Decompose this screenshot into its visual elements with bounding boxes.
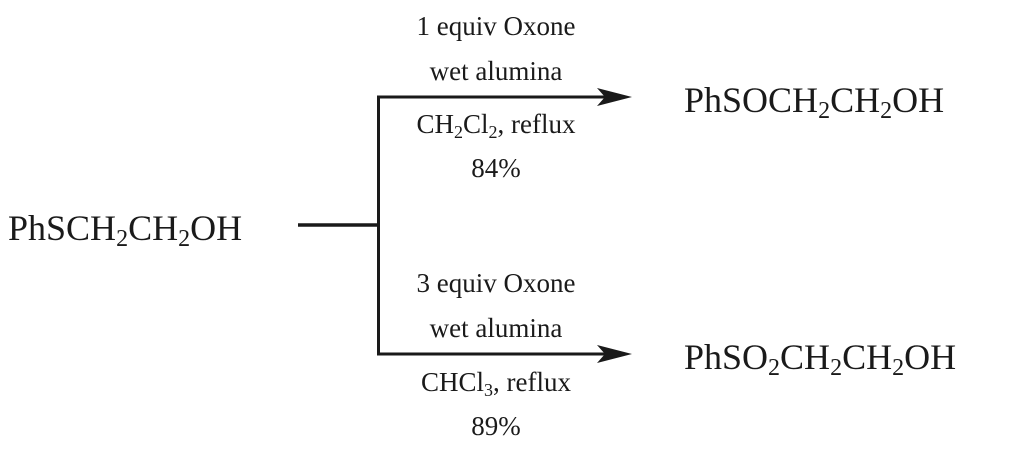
subscript: 2 [488,122,498,142]
formula-part: OH [904,337,957,377]
top-reagent-line: 1 equiv Oxone [416,11,576,41]
formula-part: OH [190,208,243,248]
bottom-product-formula: PhSO2CH2CH2OH [684,337,957,380]
formula-part: PhSOCH [684,80,819,120]
formula-part: CH [416,109,455,139]
top-yield: 84% [471,153,521,183]
formula-part: CH [128,208,179,248]
subscript: 2 [454,122,464,142]
formula-part: Cl [463,109,489,139]
bottom-reagent-line: 3 equiv Oxone [416,268,576,298]
formula-part: CH [842,337,893,377]
formula-part: PhSO [684,337,769,377]
bottom-yield: 89% [471,411,521,441]
formula-part: OH [892,80,945,120]
subscript: 3 [484,380,494,400]
formula-part: CH [780,337,831,377]
top-solvent-line: CH2Cl2, reflux [376,109,616,142]
subscript: 2 [116,226,129,252]
bottom-arrowhead-icon [597,345,632,363]
formula-part: CHCl [421,367,485,397]
formula-part: CH [830,80,881,120]
subscript: 2 [892,355,905,381]
formula-part: PhSCH [8,208,117,248]
subscript: 2 [818,98,831,124]
subscript: 2 [880,98,893,124]
formula-part: , reflux [493,367,571,397]
top-support-line: wet alumina [429,56,563,86]
subscript: 2 [178,226,191,252]
reactant-formula: PhSCH2CH2OH [8,208,243,251]
subscript: 2 [768,355,781,381]
bottom-support-line: wet alumina [429,313,563,343]
subscript: 2 [830,355,843,381]
formula-part: , reflux [497,109,576,139]
top-arrowhead-icon [597,88,632,106]
top-product-formula: PhSOCH2CH2OH [684,80,945,123]
bottom-solvent-line: CHCl3, reflux [376,367,616,400]
